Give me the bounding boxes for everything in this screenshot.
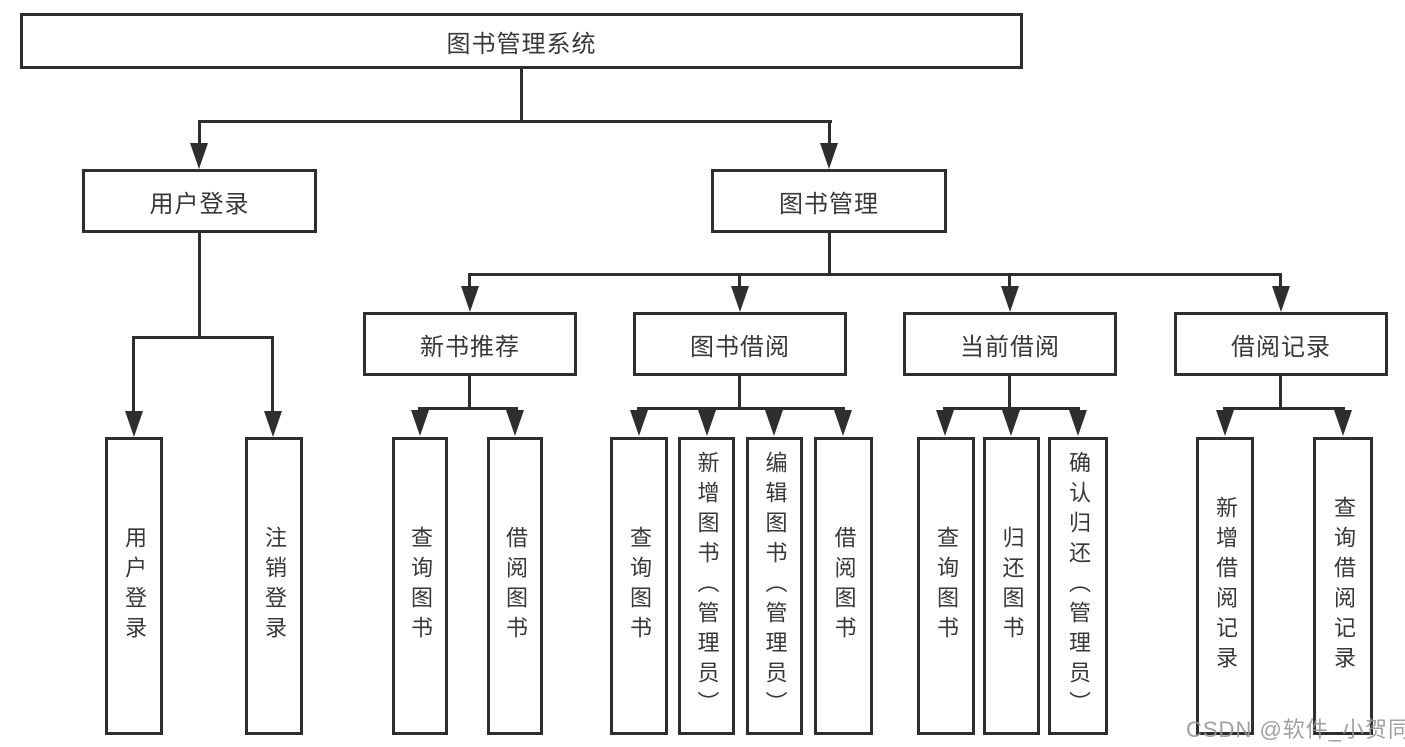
node-label: 图书借阅 <box>690 333 790 361</box>
leaf-add-books-admin: 新增图书（管理员） <box>678 437 735 735</box>
connector-line <box>520 69 523 120</box>
arrowhead-down-icon <box>125 411 143 437</box>
leaf-edit-books-admin: 编辑图书（管理员） <box>746 437 803 735</box>
leaf-query-books-current: 查询图书 <box>917 437 975 735</box>
leaf-confirm-return-admin: 确认归还（管理员） <box>1048 437 1108 735</box>
arrowhead-down-icon <box>1334 410 1352 436</box>
node-label: 图书管理 <box>779 190 879 218</box>
arrowhead-down-icon <box>506 410 524 436</box>
connector-line <box>1223 407 1345 410</box>
leaf-label: 借阅图书 <box>503 526 528 646</box>
connector-line <box>198 233 201 339</box>
leaf-label: 查询图书 <box>934 526 959 646</box>
leaf-return-books: 归还图书 <box>983 437 1040 735</box>
arrowhead-down-icon <box>698 410 716 436</box>
arrowhead-down-icon <box>1069 410 1087 436</box>
leaf-label: 注销登录 <box>262 526 287 646</box>
arrowhead-down-icon <box>936 410 954 436</box>
arrowhead-down-icon <box>820 143 838 169</box>
arrowhead-down-icon <box>1002 410 1020 436</box>
leaf-label: 查询图书 <box>627 526 652 646</box>
leaf-borrow-books-borrowing: 借阅图书 <box>814 437 873 735</box>
arrowhead-down-icon <box>264 411 282 437</box>
connector-line <box>828 233 831 276</box>
connector-line <box>418 407 518 410</box>
node-book-borrowing: 图书借阅 <box>633 312 847 376</box>
leaf-label: 归还图书 <box>999 526 1025 646</box>
arrowhead-down-icon <box>1272 286 1290 312</box>
connector-line <box>468 376 471 410</box>
leaf-label: 确认归还（管理员） <box>1066 451 1091 721</box>
connector-line <box>637 407 845 410</box>
arrowhead-down-icon <box>731 286 749 312</box>
leaf-label: 查询图书 <box>408 526 433 646</box>
connector-line <box>1279 273 1282 289</box>
leaf-query-borrow-record: 查询借阅记录 <box>1313 437 1373 735</box>
node-user-login: 用户登录 <box>82 169 317 233</box>
node-library-management-system: 图书管理系统 <box>20 13 1023 69</box>
connector-line <box>198 120 832 123</box>
leaf-query-books-recommend: 查询图书 <box>392 437 448 735</box>
arrowhead-down-icon <box>765 410 783 436</box>
node-label: 用户登录 <box>149 190 250 218</box>
arrowhead-down-icon <box>630 410 648 436</box>
leaf-query-books-borrowing: 查询图书 <box>610 437 668 735</box>
leaf-user-login: 用户登录 <box>105 437 163 735</box>
leaf-label: 查询借阅记录 <box>1331 496 1356 676</box>
leaf-label: 借阅图书 <box>831 526 857 646</box>
connector-line <box>1279 376 1282 410</box>
arrowhead-down-icon <box>1216 410 1234 436</box>
node-label: 当前借阅 <box>960 333 1060 361</box>
node-new-book-recommendation: 新书推荐 <box>363 312 577 376</box>
connector-line <box>271 336 274 414</box>
arrowhead-down-icon <box>190 143 208 169</box>
connector-line <box>1008 376 1011 410</box>
arrowhead-down-icon <box>461 286 479 312</box>
leaf-label: 编辑图书（管理员） <box>762 451 788 721</box>
arrowhead-down-icon <box>1001 286 1019 312</box>
leaf-label: 新增图书（管理员） <box>694 451 720 721</box>
node-book-management: 图书管理 <box>711 169 947 233</box>
arrowhead-down-icon <box>411 410 429 436</box>
node-current-borrowing: 当前借阅 <box>903 312 1117 376</box>
leaf-logout: 注销登录 <box>245 437 303 735</box>
connector-line <box>468 273 471 289</box>
connector-line <box>828 120 831 146</box>
node-label: 新书推荐 <box>420 333 520 361</box>
leaf-label: 新增借阅记录 <box>1213 496 1238 676</box>
node-borrowing-records: 借阅记录 <box>1174 312 1388 376</box>
connector-line <box>132 336 135 414</box>
connector-line <box>132 336 274 339</box>
connector-line <box>198 120 201 146</box>
connector-line <box>738 376 741 410</box>
connector-line <box>1008 273 1011 289</box>
csdn-watermark: CSDN @软件_小贺同学 <box>1186 717 1405 742</box>
node-label: 借阅记录 <box>1231 333 1331 361</box>
leaf-borrow-books-recommend: 借阅图书 <box>487 437 543 735</box>
connector-line <box>738 273 741 289</box>
connector-line <box>468 273 1282 276</box>
connector-line <box>943 407 1080 410</box>
node-label: 图书管理系统 <box>446 30 597 58</box>
leaf-add-borrow-record: 新增借阅记录 <box>1196 437 1254 735</box>
leaf-label: 用户登录 <box>122 526 147 646</box>
arrowhead-down-icon <box>834 410 852 436</box>
